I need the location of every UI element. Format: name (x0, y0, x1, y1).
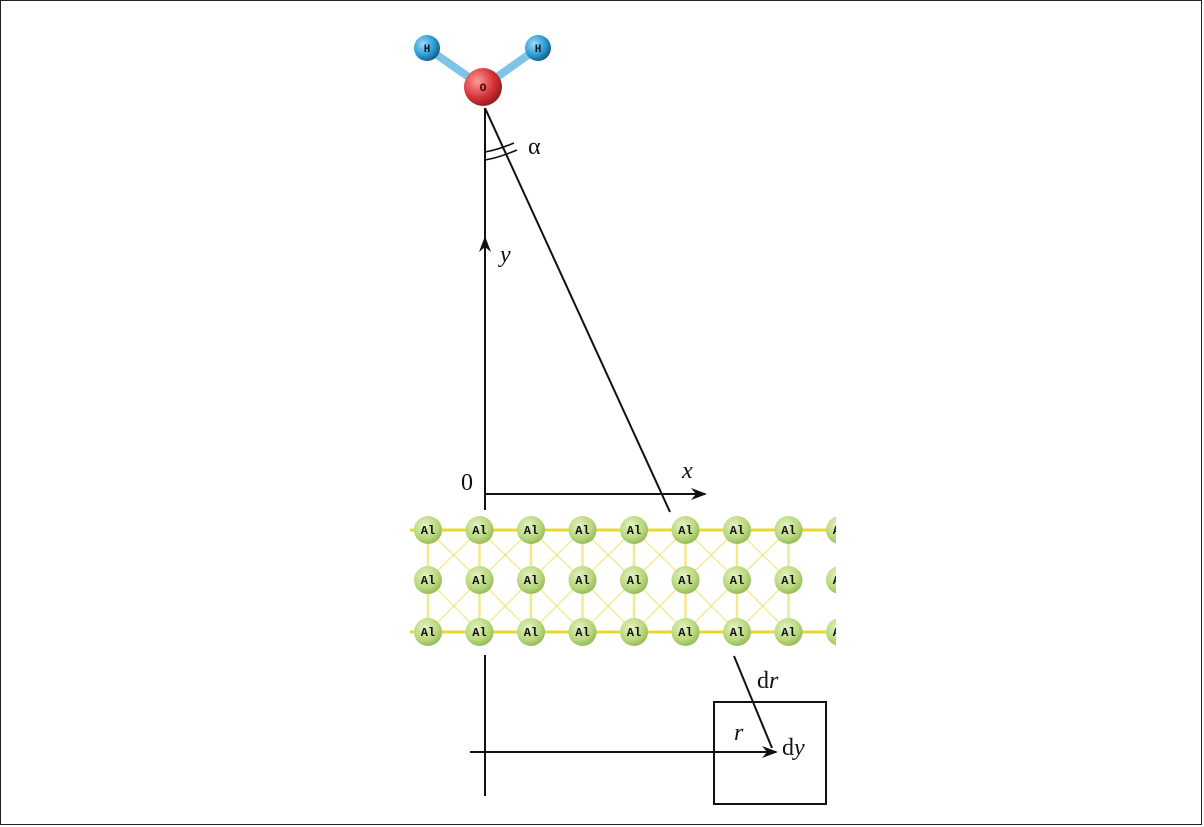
area-element-box (713, 701, 827, 805)
al-atom-label: Al (833, 574, 847, 588)
al-atom (465, 516, 494, 544)
al-atom (620, 516, 648, 544)
al-atom-label: Al (524, 574, 538, 588)
al-atom-label: Al (575, 574, 589, 588)
al-atom (568, 516, 597, 544)
water-molecule: H H O (414, 35, 551, 106)
al-atom-label: Al (678, 524, 692, 538)
al-atom (517, 618, 545, 646)
al-atom (723, 516, 751, 544)
y-axis-label: y (498, 242, 511, 268)
al-atom (414, 516, 442, 544)
al-atom (414, 566, 442, 594)
al-atom-label: Al (730, 574, 744, 588)
dr-prefix: d (757, 668, 769, 694)
dr-variable: r (769, 668, 779, 694)
al-atom (568, 566, 597, 594)
al-atom-label: Al (678, 574, 692, 588)
al-atom (620, 618, 648, 646)
al-atom-label: Al (781, 524, 795, 538)
al-atom-label: Al (421, 574, 435, 588)
alpha-label: α (528, 134, 541, 160)
al-atom (774, 516, 803, 544)
al-atom (620, 566, 648, 594)
al-atom (774, 566, 803, 594)
hydrogen-atom-right (525, 35, 551, 61)
slant-line (484, 107, 671, 513)
al-atom-label: Al (472, 626, 486, 640)
r-label: r (734, 720, 744, 746)
al-atom (723, 618, 751, 646)
al-atom (826, 566, 836, 594)
al-atom-label: Al (524, 524, 538, 538)
dy-label: dy (782, 735, 805, 761)
al-atom-label: Al (833, 626, 847, 640)
al-atom (774, 618, 803, 646)
hydrogen-atom-left (414, 35, 440, 61)
al-atom-label: Al (472, 524, 486, 538)
al-atom (671, 618, 700, 646)
hydrogen-label-left: H (424, 44, 431, 56)
hydrogen-label-right: H (535, 44, 542, 56)
al-atom-label: Al (833, 524, 847, 538)
x-axis-label: x (681, 458, 693, 484)
al-atom-label: Al (472, 574, 486, 588)
al-atom-label: Al (730, 524, 744, 538)
al-atom-label: Al (421, 524, 435, 538)
dr-label: dr (757, 668, 779, 694)
origin-label: 0 (461, 470, 473, 496)
al-atom-label: Al (678, 626, 692, 640)
al-atom (671, 566, 700, 594)
al-atom-label: Al (781, 574, 795, 588)
al-atom-label: Al (730, 626, 744, 640)
al-atom (723, 566, 751, 594)
al-atom (465, 618, 494, 646)
dy-prefix: d (782, 735, 794, 761)
al-atom (465, 566, 494, 594)
al-atom (826, 516, 836, 544)
al-atom-label: Al (627, 626, 641, 640)
al-atom (826, 618, 836, 646)
al-atom (568, 618, 597, 646)
al-atom (517, 566, 545, 594)
al-atom-label: Al (524, 626, 538, 640)
angle-arc-inner (484, 142, 515, 153)
al-atom-label: Al (575, 524, 589, 538)
al-atom (671, 516, 700, 544)
al-atom-label: Al (781, 626, 795, 640)
al-atom (414, 618, 442, 646)
angle-arc-outer (484, 149, 518, 161)
dr-line (733, 655, 773, 749)
al-atom-label: Al (575, 626, 589, 640)
al-atom-label: Al (421, 626, 435, 640)
al-atom (517, 516, 545, 544)
oxygen-label: O (480, 83, 487, 95)
dy-variable: y (792, 735, 805, 761)
al-atom-label: Al (627, 524, 641, 538)
oxygen-atom (464, 68, 502, 106)
al-atom-label: Al (627, 574, 641, 588)
